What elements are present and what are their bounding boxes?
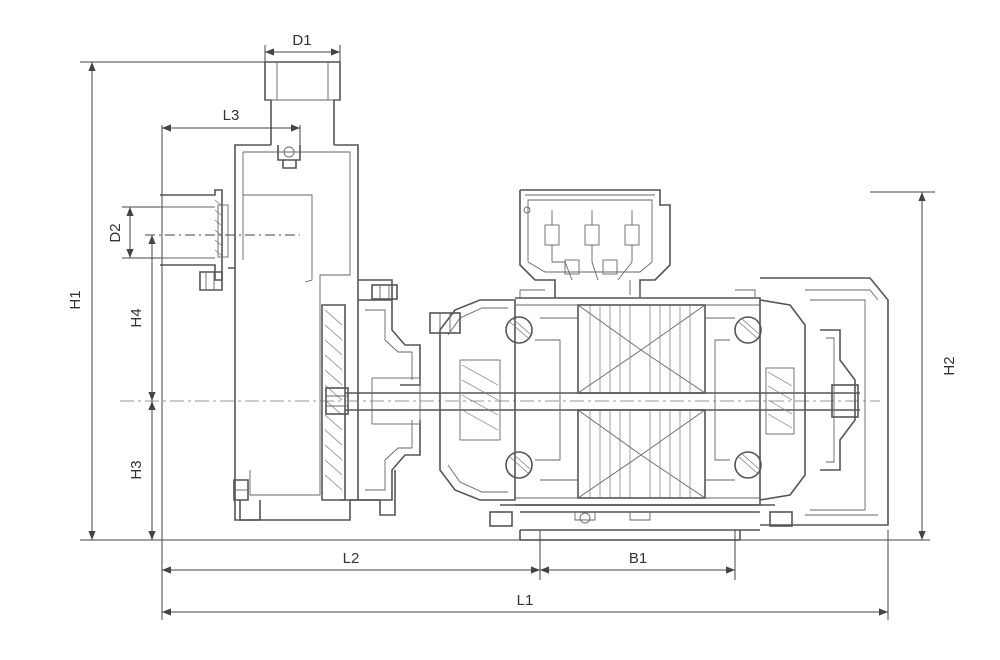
label-l1: L1 (517, 592, 534, 609)
dimensions (80, 45, 935, 620)
motor (429, 189, 889, 541)
impeller-housing (321, 304, 346, 501)
label-h4: H4 (128, 308, 145, 327)
fan-cover (760, 277, 889, 526)
label-h1: H1 (67, 290, 84, 309)
label-l2: L2 (343, 550, 360, 567)
terminal-box (519, 189, 671, 298)
motor-rear-endshield (759, 299, 806, 501)
motor-base (500, 504, 775, 541)
label-h3: H3 (128, 460, 145, 479)
motor-front-endshield (439, 299, 516, 501)
dimension-labels: D1 L3 D2 H1 H4 H3 H2 L2 B1 L1 (67, 32, 958, 609)
fan (820, 329, 856, 471)
pump-casing (160, 61, 421, 521)
suction-nozzle (160, 189, 223, 281)
stator-core (577, 304, 706, 394)
label-l3: L3 (223, 107, 240, 124)
label-d1: D1 (292, 32, 311, 49)
casing-outline (228, 144, 393, 521)
motor-frame (515, 297, 761, 506)
label-d2: D2 (107, 223, 124, 242)
label-b1: B1 (629, 550, 647, 567)
discharge-nozzle (264, 61, 341, 145)
label-h2: H2 (941, 356, 958, 375)
